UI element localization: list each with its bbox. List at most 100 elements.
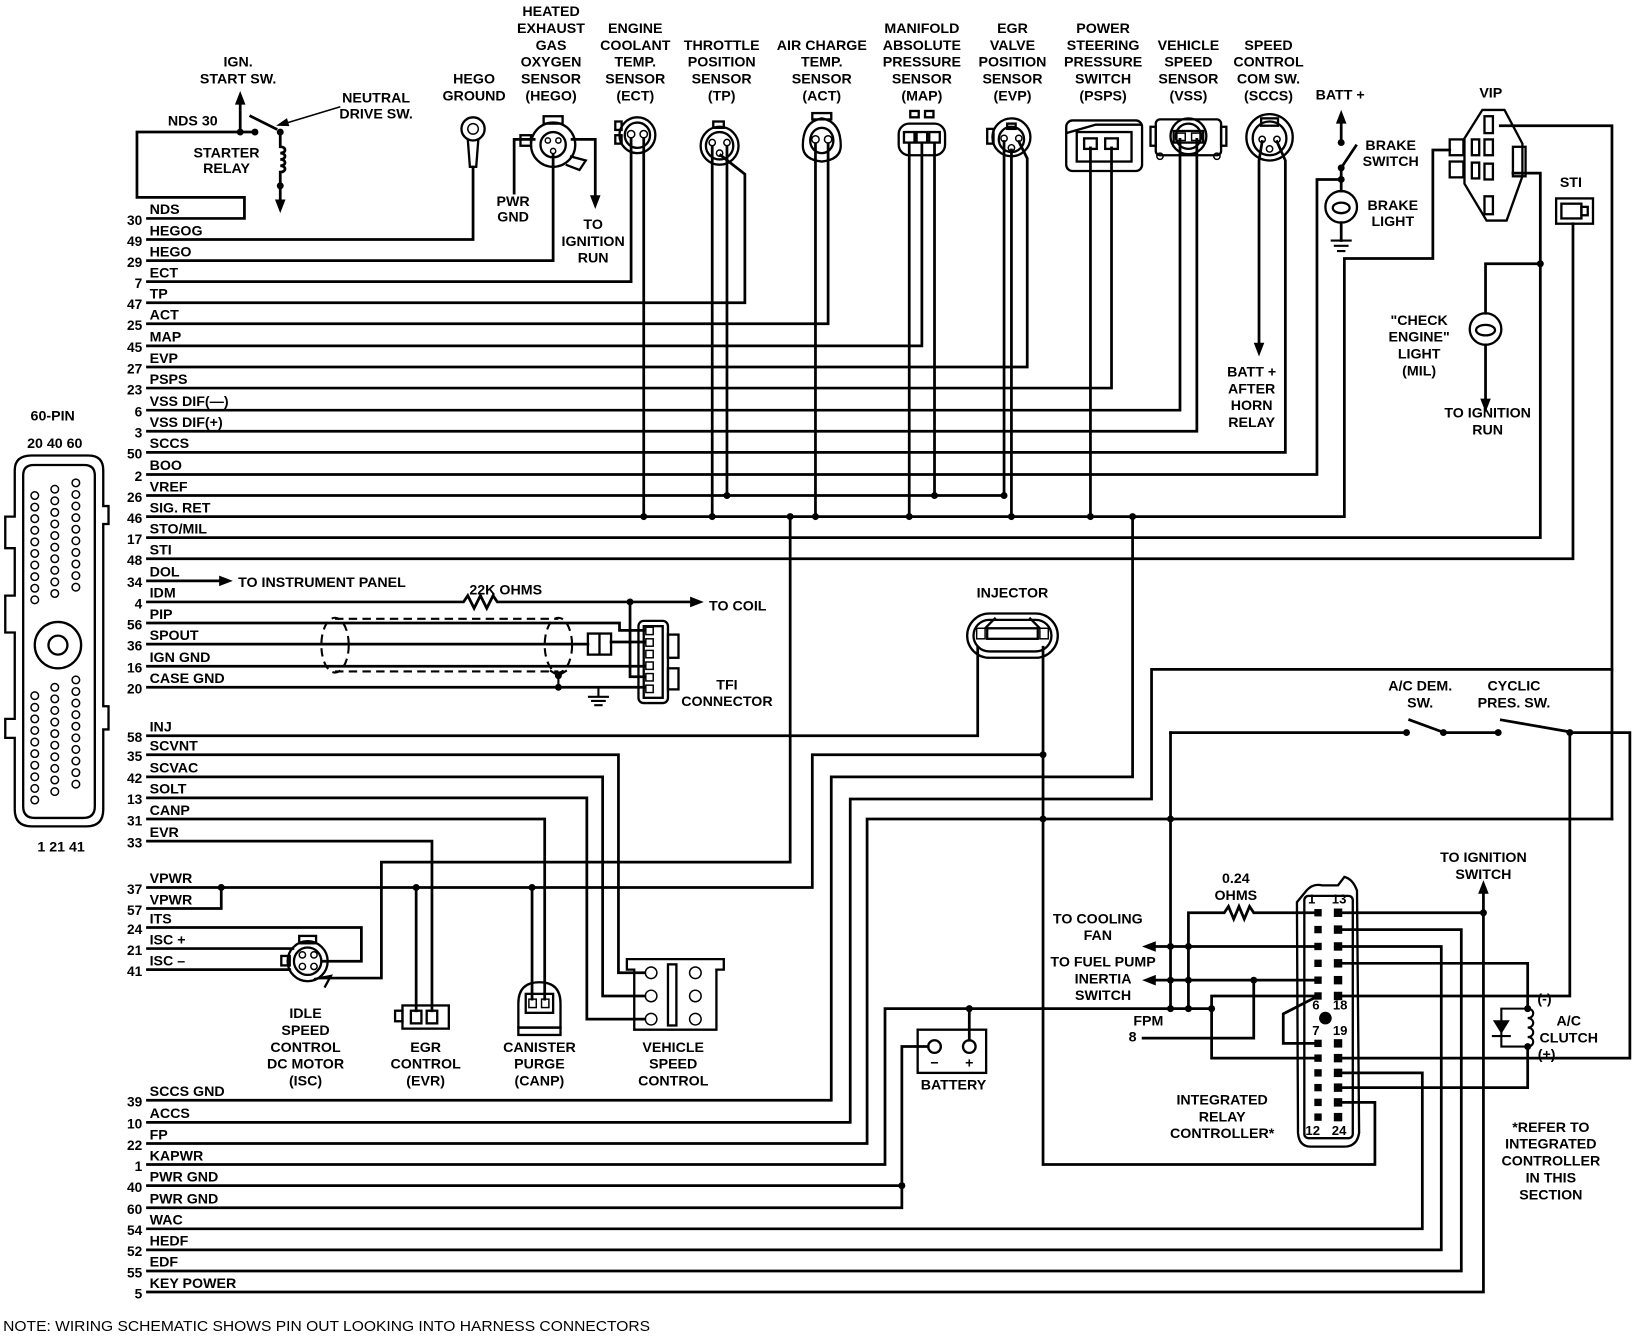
ecm-pin-name: PWR GND <box>150 1192 219 1208</box>
junction-dot <box>723 492 731 500</box>
mil-to-ignition-run-label-line: TO IGNITION <box>1444 406 1531 422</box>
ac-clutch-diode-icon <box>1492 1020 1510 1034</box>
vss-sensor-connector <box>1149 117 1228 161</box>
psps-switch-label-line: SWITCH <box>1075 72 1131 88</box>
wire-solt <box>146 796 647 1021</box>
batt-after-horn-relay-label-line: AFTER <box>1228 381 1275 397</box>
tfi-connector <box>637 619 680 705</box>
wire-vip-output <box>1498 124 1614 821</box>
wire-024-ohm <box>1187 902 1320 1010</box>
egr-control-label-line: EGR <box>410 1040 441 1056</box>
ecm-pin-name: VPWR <box>150 892 193 908</box>
psps-switch-label-line: (PSPS) <box>1079 88 1127 104</box>
battery-label-line: BATTERY <box>921 1078 987 1094</box>
ecm-pin-hole <box>30 572 40 582</box>
isc-motor-label-line: CONTROL <box>270 1040 341 1056</box>
isc-motor-label-line: SPEED <box>281 1023 329 1039</box>
nds-30-label: NDS 30 <box>168 114 218 130</box>
ecm-pin-hole <box>50 577 60 587</box>
irc-pin-label-line: 18 <box>1333 998 1348 1013</box>
wire-tp <box>146 153 747 305</box>
map-sensor-connector <box>897 109 947 157</box>
ect-sensor-label-line: ENGINE <box>608 21 663 37</box>
batt-plus-label-line: BATT + <box>1316 87 1365 103</box>
irc-pin-label-line: 12 <box>1305 1123 1320 1138</box>
ecm-pin-hole <box>71 733 81 743</box>
wires <box>135 103 1632 1294</box>
ecm-pin-hole <box>71 710 81 720</box>
junction-dot <box>1337 175 1345 183</box>
ecm-pin-hole <box>50 484 60 494</box>
irc-terminal <box>1333 908 1343 917</box>
ac-demand-switch-blade <box>1407 718 1444 734</box>
ecm-pin-number: 35 <box>127 749 143 764</box>
ecm-pin-hole <box>71 547 81 557</box>
isc-motor-label-line: DC MOTOR <box>267 1057 344 1073</box>
cyclic-pressure-switch-label-line: CYCLIC <box>1488 678 1541 694</box>
ecm-pin-name: HEDF <box>150 1234 189 1250</box>
canister-purge-label-line: PURGE <box>514 1057 565 1073</box>
junction-dot <box>276 182 284 190</box>
ecm-pin-name: ACT <box>150 308 180 324</box>
wire-fp <box>146 817 1614 1145</box>
irc-terminal <box>1333 1083 1343 1092</box>
ecm-pin-hole <box>50 565 60 575</box>
sccs-switch-connector <box>1245 112 1294 162</box>
integrated-relay-controller-connector <box>1295 875 1361 1148</box>
ecm-pin-hole <box>71 501 81 511</box>
irc-terminal <box>1333 1053 1343 1063</box>
clutch-positive-label: (+) <box>1538 1047 1556 1063</box>
neutral-drive-pointer-arrow-icon <box>276 118 290 127</box>
junction-dot <box>412 883 420 891</box>
ecm-pin-number: 25 <box>127 318 143 333</box>
sti-label-line: STI <box>1560 175 1582 191</box>
to-fuel-pump-label-line: SWITCH <box>1075 988 1131 1004</box>
ecm-pin-name: SOLT <box>150 782 187 798</box>
to-ignition-switch-label-line: TO IGNITION <box>1440 850 1527 866</box>
map-sensor-label-line: (MAP) <box>901 88 942 104</box>
evp-sensor-label-line: POSITION <box>979 55 1047 71</box>
junction-dot <box>1566 729 1574 737</box>
ecm-pin-number: 58 <box>127 730 143 745</box>
irc-pin-label-line: 19 <box>1333 1023 1348 1038</box>
cyclic-pressure-switch-label-line: PRES. SW. <box>1478 695 1551 711</box>
ecm-pin-name: PIP <box>150 607 173 623</box>
neutral-drive-switch-pointer <box>284 106 341 125</box>
ecm-pin-number: 47 <box>127 297 143 312</box>
ecm-pin-hole <box>71 559 81 569</box>
wire-wac <box>146 1071 1424 1231</box>
ect-sensor-label-line: COOLANT <box>600 38 671 54</box>
ecm-pin-number: 40 <box>127 1180 143 1195</box>
resistor-22k-label-line: 22K OHMS <box>469 583 542 599</box>
tfi-connector-label-line: CONNECTOR <box>681 694 772 710</box>
wire-pip <box>146 621 647 632</box>
vehicle-speed-control-label-line: VEHICLE <box>642 1040 704 1056</box>
wire-vpwr-57 <box>146 886 223 910</box>
junction-dot <box>1167 976 1174 984</box>
junction-dot <box>1208 1005 1216 1013</box>
irc-terminal <box>1314 992 1322 1000</box>
batt-after-horn-relay-label-line: BATT + <box>1227 364 1276 380</box>
batt-after-horn-relay-label-line: HORN <box>1231 398 1273 414</box>
junction-dot <box>1184 1005 1192 1013</box>
irc-pin-label: 24 <box>1332 1123 1347 1138</box>
junction-dot <box>1184 942 1192 950</box>
wire-scvnt <box>146 753 647 975</box>
hego-to-ignition-run-label-line: IGNITION <box>562 234 625 250</box>
irc-terminal <box>1314 925 1322 934</box>
wire-evp <box>146 139 1029 369</box>
ign-start-switch-label-line: IGN. <box>223 55 252 71</box>
ecm-pin-number: 50 <box>127 447 143 462</box>
ecm-pin-hole <box>71 513 81 523</box>
fpm-pin-number: 8 <box>1129 1029 1137 1045</box>
